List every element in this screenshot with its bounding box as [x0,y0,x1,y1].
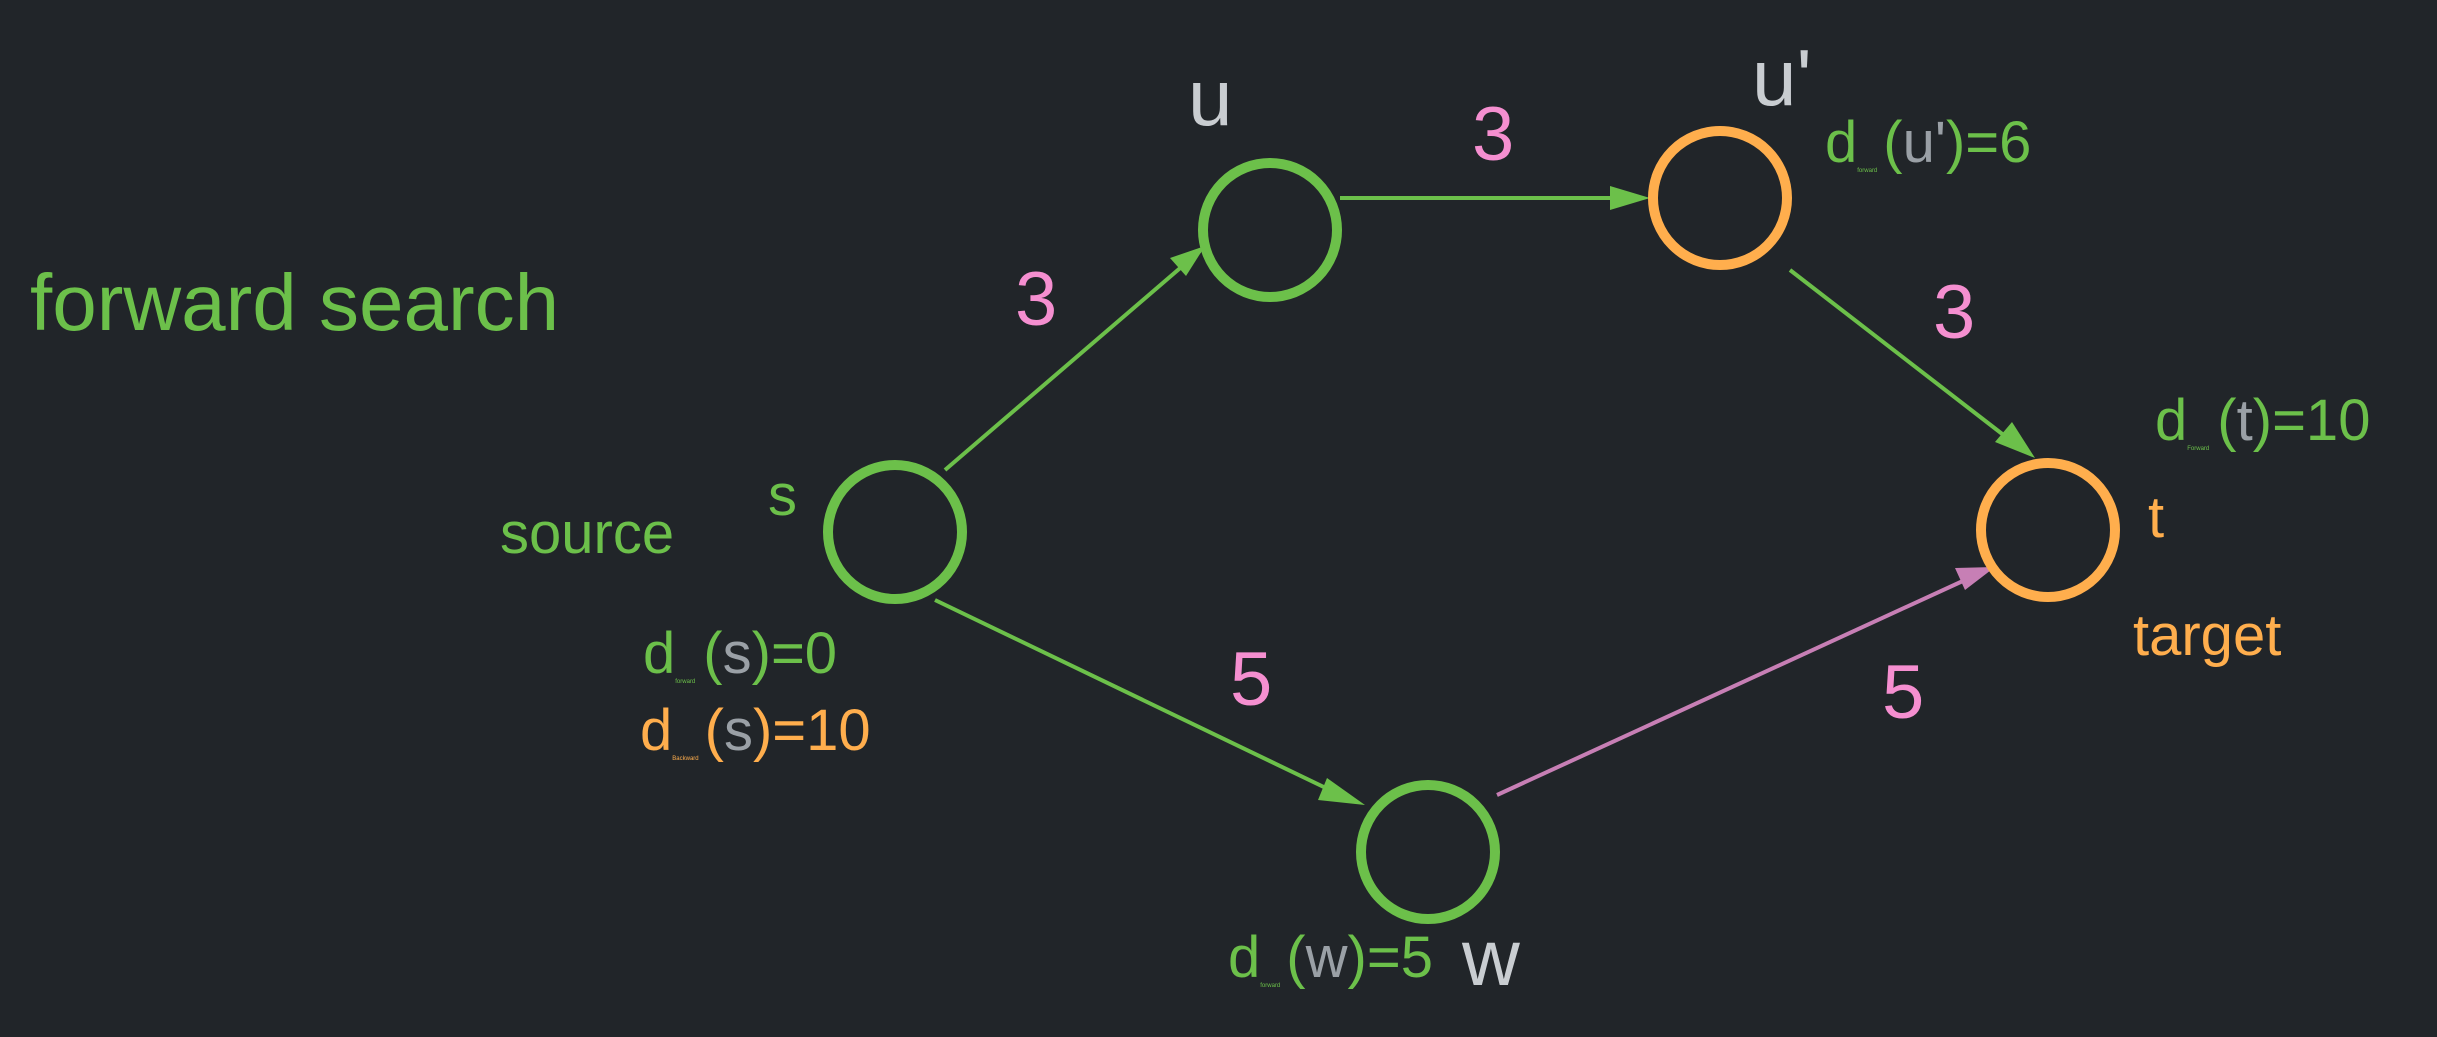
diagram-title: forward search [30,258,559,347]
edge-u-uprime-weight: 3 [1472,92,1514,177]
edge-w-t [1496,578,1966,797]
node-u-prime-label: u' [1752,33,1812,122]
node-s [823,460,967,604]
distance-s-backward: dBackward(s)=10 [640,698,871,763]
distance-t-forward: dForward(t)=10 [2155,388,2370,453]
edge-s-u [943,249,1202,472]
edge-uprime-t-arrowhead [1995,422,2035,458]
distance-u-prime-forward: dforward(u')=6 [1825,110,2031,175]
edge-uprime-t [1788,268,2012,442]
node-t [1976,458,2120,602]
edge-s-u-arrowhead [1170,246,1205,276]
edge-s-w [934,598,1331,792]
edge-w-t-arrowhead [1955,567,1995,590]
node-u [1198,158,1342,302]
node-t-label: t [2148,485,2164,550]
edge-w-t-weight: 5 [1882,650,1924,735]
node-t-role-label: target [2133,603,2281,668]
node-s-role-label: source [500,501,674,566]
distance-w-forward: dforward(w)=5 [1228,925,1433,990]
node-u-label: u [1188,53,1233,142]
edge-s-w-arrowhead [1318,778,1365,805]
edge-s-w-weight: 5 [1230,637,1272,722]
edge-uprime-t-weight: 3 [1933,270,1975,355]
node-u-prime [1648,126,1792,270]
edge-s-u-weight: 3 [1015,257,1057,342]
node-w [1356,780,1500,924]
node-w-label: w [1461,913,1520,1002]
node-s-label: s [768,463,797,528]
edge-u-uprime-arrowhead [1610,186,1650,210]
distance-s-forward: dforward(s)=0 [643,621,837,686]
